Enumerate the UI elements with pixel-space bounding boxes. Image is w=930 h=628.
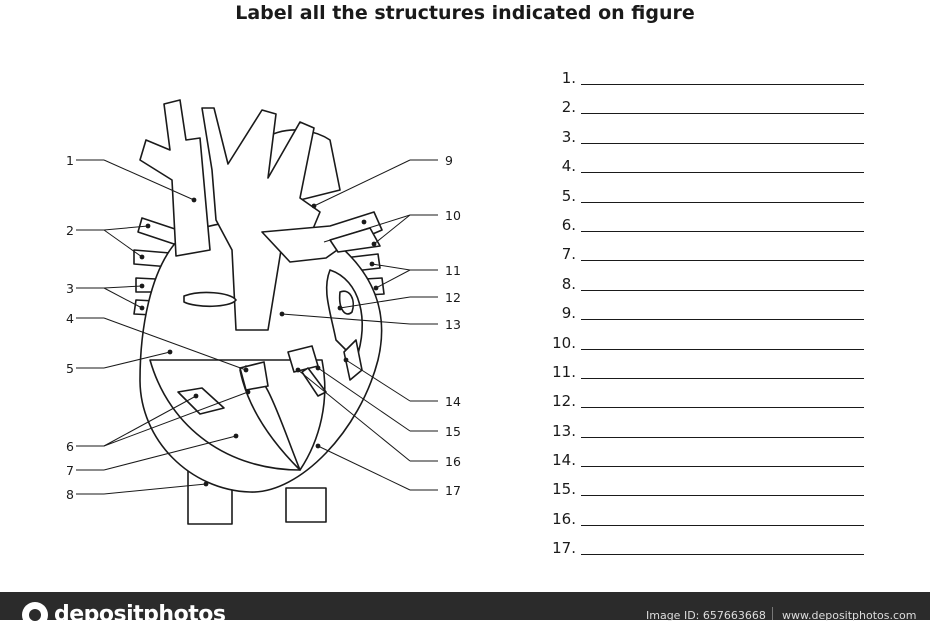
answer-number: 1. (561, 69, 576, 87)
answer-number: 10. (552, 333, 576, 352)
answer-blank[interactable] (581, 289, 864, 291)
answer-blank[interactable] (581, 377, 864, 379)
answer-blank[interactable] (581, 172, 864, 174)
answer-blank[interactable] (581, 495, 864, 497)
leader-lines (76, 159, 438, 495)
diagram-label-17: 17 (445, 483, 461, 498)
answer-blank[interactable] (581, 436, 864, 438)
diagram-label-12: 12 (445, 290, 461, 305)
answer-number: 5. (561, 186, 576, 205)
diagram-label-15: 15 (445, 424, 461, 439)
answer-blank[interactable] (581, 319, 864, 321)
answer-number: 6. (561, 215, 576, 234)
diagram-label-16: 16 (445, 454, 461, 469)
fossa-ovalis (183, 291, 237, 308)
answer-number: 4. (561, 157, 576, 176)
answer-number: 2. (561, 98, 576, 117)
answer-number: 7. (561, 245, 576, 264)
diagram-label-4: 4 (66, 311, 74, 326)
diagram-label-14: 14 (445, 394, 461, 409)
answer-blank[interactable] (581, 554, 864, 556)
diagram-label-13: 13 (445, 317, 461, 332)
tricuspid-valve (239, 361, 269, 391)
answer-blank[interactable] (581, 201, 864, 203)
diagram-label-11: 11 (445, 263, 461, 278)
answer-number: 17. (552, 539, 576, 558)
papillary-muscle-right (177, 387, 225, 415)
diagram-label-7: 7 (66, 463, 74, 478)
footer-url[interactable]: www.depositphotos.com (782, 609, 917, 622)
footer-image-id: Image ID: 657663668 (646, 609, 766, 622)
aorta (201, 107, 321, 331)
answer-number: 16. (552, 509, 576, 528)
superior-vena-cava (139, 99, 211, 257)
oval-left-atrium (338, 290, 355, 315)
diagram-label-5: 5 (66, 361, 74, 376)
answer-blank[interactable] (581, 260, 864, 262)
diagram-label-1: 1 (66, 153, 74, 168)
answer-number: 15. (552, 480, 576, 499)
answer-number: 13. (552, 421, 576, 440)
answer-blank[interactable] (581, 230, 864, 232)
depositphotos-logo-icon (22, 602, 48, 628)
diagram-label-10: 10 (445, 208, 461, 223)
answer-blank[interactable] (581, 407, 864, 409)
diagram-label-3: 3 (66, 281, 74, 296)
diagram-label-6: 6 (66, 439, 74, 454)
answer-blank[interactable] (581, 466, 864, 468)
answer-blank[interactable] (581, 524, 864, 526)
answer-number: 14. (552, 451, 576, 470)
answer-number: 11. (552, 362, 576, 381)
answer-number: 12. (552, 392, 576, 411)
answer-blank[interactable] (581, 84, 864, 85)
answer-number: 9. (561, 304, 576, 323)
answer-number: 8. (561, 274, 576, 293)
diagram-label-9: 9 (445, 153, 453, 168)
worksheet-title: Label all the structures indicated on fi… (235, 2, 695, 24)
answer-blank[interactable] (581, 142, 864, 144)
diagram-label-8: 8 (66, 487, 74, 502)
footer-brand: depositphotos (54, 602, 226, 627)
chordae-tendineae (301, 367, 327, 397)
answer-blank[interactable] (581, 348, 864, 350)
descending-aorta-stub (285, 487, 327, 523)
answer-blank[interactable] (581, 113, 864, 115)
watermark-footer: depositphotos Image ID: 657663668 www.de… (0, 592, 930, 628)
heart-diagram: 1 2 3 4 5 6 7 8 9 10 11 12 13 14 15 16 1… (66, 99, 461, 525)
footer-separator (772, 607, 773, 620)
diagram-label-2: 2 (66, 223, 74, 238)
answer-number: 3. (561, 127, 576, 146)
